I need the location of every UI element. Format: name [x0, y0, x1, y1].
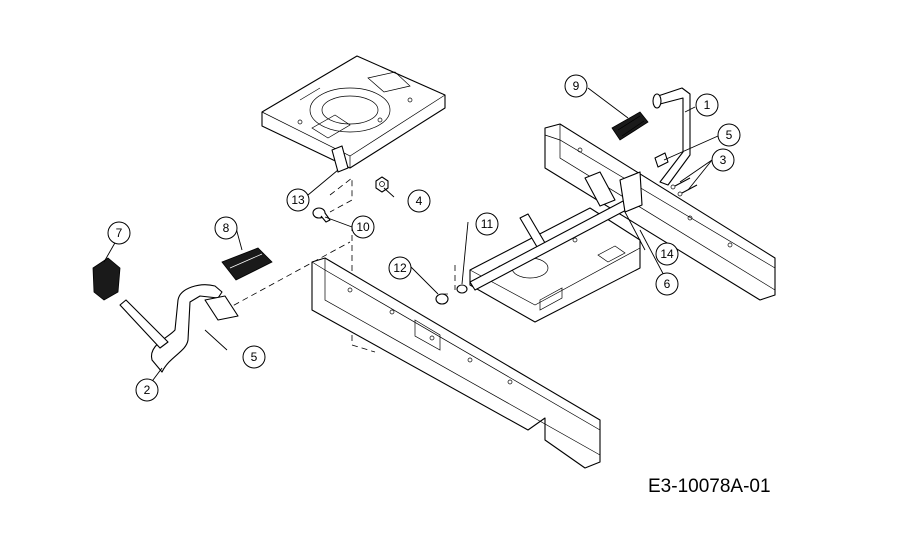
svg-text:5: 5: [251, 350, 258, 364]
callout-10: 10: [351, 215, 375, 239]
bushing-large: [435, 293, 449, 305]
svg-text:11: 11: [481, 217, 494, 231]
svg-text:1: 1: [704, 98, 711, 112]
svg-text:13: 13: [291, 193, 305, 207]
side-frame: [544, 123, 776, 301]
callout-9: 9: [564, 74, 588, 98]
svg-text:3: 3: [720, 153, 727, 167]
callout-6: 6: [655, 272, 679, 296]
callout-5-left: 5: [242, 345, 266, 369]
callout-4: 4: [407, 189, 431, 213]
right-foot-pad: [221, 247, 273, 281]
pedal-lever: [652, 87, 691, 186]
callout-3: 3: [711, 148, 735, 172]
callout-2: 2: [135, 378, 159, 402]
svg-text:7: 7: [116, 226, 123, 240]
svg-text:10: 10: [356, 220, 370, 234]
bolt: [312, 207, 331, 223]
seat-bracket: [331, 145, 349, 173]
svg-text:5: 5: [726, 128, 733, 142]
screws: [670, 177, 698, 197]
frame-rail: [311, 257, 601, 469]
foot-pad: [611, 111, 649, 141]
svg-text:9: 9: [573, 79, 580, 93]
clip: [654, 152, 669, 168]
left-foot-pad: [92, 257, 121, 301]
bushing-small: [456, 284, 468, 294]
svg-text:6: 6: [664, 277, 671, 291]
callout-5-right: 5: [717, 123, 741, 147]
drawing-code: E3-10078A-01: [648, 476, 771, 497]
svg-text:14: 14: [660, 247, 674, 261]
callout-13: 13: [286, 188, 310, 212]
seat-plate: [261, 55, 446, 169]
pivot-shaft: [469, 171, 643, 291]
left-pedal-assembly: [119, 284, 239, 373]
callout-11: 11: [475, 212, 499, 236]
callout-8: 8: [214, 216, 238, 240]
assembly-lines: [224, 177, 456, 353]
callout-14: 14: [655, 242, 679, 266]
svg-text:12: 12: [393, 261, 407, 275]
callout-1: 1: [695, 93, 719, 117]
svg-text:4: 4: [416, 194, 423, 208]
callout-7: 7: [107, 221, 131, 245]
nut: [375, 176, 389, 193]
callout-12: 12: [388, 256, 412, 280]
svg-text:8: 8: [223, 221, 230, 235]
svg-text:2: 2: [144, 383, 151, 397]
